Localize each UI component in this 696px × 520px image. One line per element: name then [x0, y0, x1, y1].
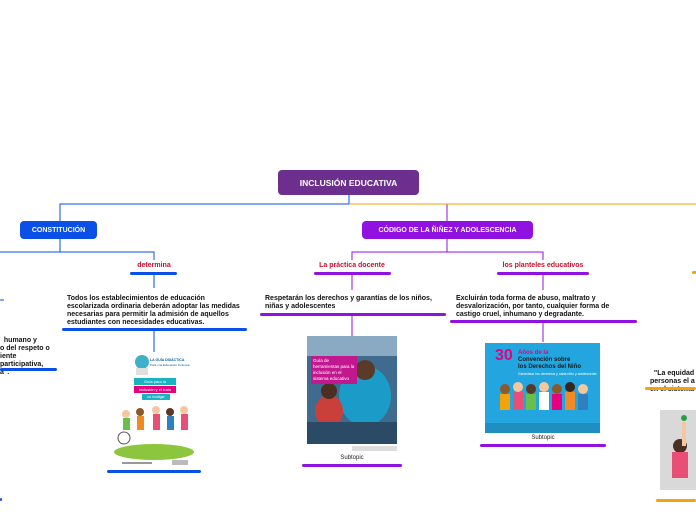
convencion-sub: Garantizar los derechos y cada niño y ad… [518, 372, 597, 376]
convencion-children-illustration [485, 382, 600, 433]
subtopic-caption-2: Subtopic [518, 435, 568, 441]
practica-docente-underline [314, 272, 391, 275]
determina-underline [130, 272, 177, 275]
guia-title: LA GUÍA DIDÁCTICA [150, 358, 185, 362]
far-right-image[interactable] [660, 410, 696, 490]
subtopic-1-underline [302, 464, 402, 467]
root-title: INCLUSIÓN EDUCATIVA [299, 177, 398, 188]
far-right-photo [660, 410, 696, 490]
root-node[interactable]: INCLUSIÓN EDUCATIVA [278, 170, 419, 195]
subtopic-2-underline [480, 444, 606, 447]
planteles-text-content: Excluirán toda forma de abuso, maltrato … [456, 295, 610, 318]
guia-image[interactable]: LA GUÍA DIDÁCTICA Para una Educación Inc… [112, 352, 196, 468]
cut-left-bottom-mark [0, 498, 2, 501]
constitucion-node[interactable]: CONSTITUCIÓN [20, 221, 97, 239]
determina-label[interactable]: determina [120, 262, 188, 269]
codigo-title: CÓDIGO DE LA ÑIÑEZ Y ADOLESCENCIA [378, 226, 517, 234]
practica-text-content: Respetarán los derechos y garantías de l… [265, 295, 432, 310]
guia-sub: Para una Educación Inclusiva [150, 363, 190, 367]
herramientas-image[interactable]: Guía de herramientas para la inclusión e… [307, 336, 397, 444]
practica-text[interactable]: Respetarán los derechos y garantías de l… [265, 295, 443, 311]
cut-left-text-content: humano y o del respeto o iente participa… [0, 337, 50, 376]
guia-badge-2: inclusión y el trato [134, 386, 176, 393]
constitucion-text-content: Todos los establecimientos de educación … [67, 295, 240, 326]
planteles-text-block[interactable]: Excluirán toda forma de abuso, maltrato … [456, 295, 632, 319]
constitucion-title: CONSTITUCIÓN [31, 226, 86, 234]
convencion-number: 30 [495, 347, 513, 364]
far-right-top-mark [692, 271, 696, 274]
cut-left-underline [0, 368, 57, 371]
determina-text: determina [137, 262, 171, 269]
guia-illustration [135, 355, 149, 375]
convencion-title-2: Convención sobre [518, 357, 571, 363]
subtopic-caption-1: Subtopic [327, 455, 377, 461]
constitucion-text[interactable]: Todos los establecimientos de educación … [67, 295, 247, 327]
herramientas-logos [352, 446, 397, 451]
planteles-text-underline [450, 320, 637, 323]
convencion-title-3: los Derechos del Niño [518, 364, 582, 370]
convencion-title-1: Años de la [518, 350, 549, 356]
convencion-image[interactable]: 30 Años de la Convención sobre los Derec… [485, 343, 600, 433]
cut-left-text[interactable]: humano y o del respeto o iente participa… [0, 329, 56, 377]
codigo-node[interactable]: CÓDIGO DE LA ÑIÑEZ Y ADOLESCENCIA [362, 221, 533, 239]
constitucion-text-underline [62, 328, 247, 331]
planteles-text: los planteles educativos [502, 262, 584, 269]
children-illustration [114, 406, 194, 465]
far-right-image-underline [656, 499, 696, 502]
subtopic-caption-2-text: Subtopic [531, 435, 555, 441]
subtopic-caption-1-text: Subtopic [340, 455, 364, 461]
herramientas-title: Guía de herramientas para la inclusión e… [311, 356, 357, 384]
guia-image-underline [107, 470, 201, 473]
planteles-label[interactable]: los planteles educativos [494, 262, 592, 269]
guia-badge-3: no hostigar [142, 394, 170, 400]
practica-text-underline [260, 313, 446, 316]
practica-docente-text: La práctica docente [319, 262, 385, 269]
herramientas-photo [307, 336, 397, 444]
far-right-underline [645, 387, 696, 390]
planteles-underline [497, 272, 589, 275]
practica-docente-label[interactable]: La práctica docente [308, 262, 396, 269]
guia-badge-1: Guía para la [134, 378, 176, 385]
